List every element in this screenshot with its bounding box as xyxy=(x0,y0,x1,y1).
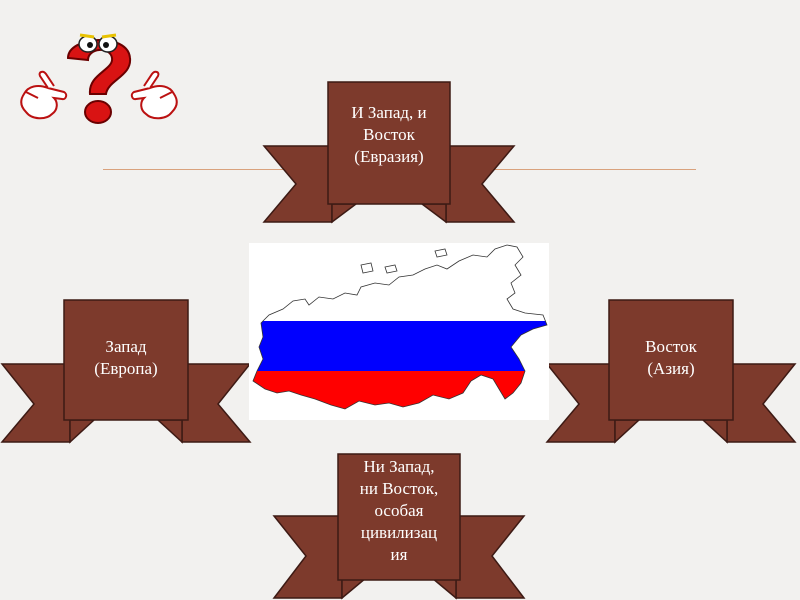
banner-left-text: Запад (Европа) xyxy=(94,337,158,378)
banner-bottom-text: Ни Запад, ни Восток, особая цивилизац ия xyxy=(359,457,439,564)
banner-left: Запад (Европа) xyxy=(0,298,252,446)
russia-flag-map-icon xyxy=(249,243,549,420)
banner-top-text: И Запад, и Восток (Евразия) xyxy=(351,103,427,166)
question-mark-mascot-icon xyxy=(18,28,180,133)
banner-right-text: Восток (Азия) xyxy=(645,337,697,378)
banner-bottom: Ни Запад, ни Восток, особая цивилизац ия xyxy=(272,452,526,600)
banner-top: И Запад, и Восток (Евразия) xyxy=(262,80,516,226)
banner-right: Восток (Азия) xyxy=(545,298,797,446)
